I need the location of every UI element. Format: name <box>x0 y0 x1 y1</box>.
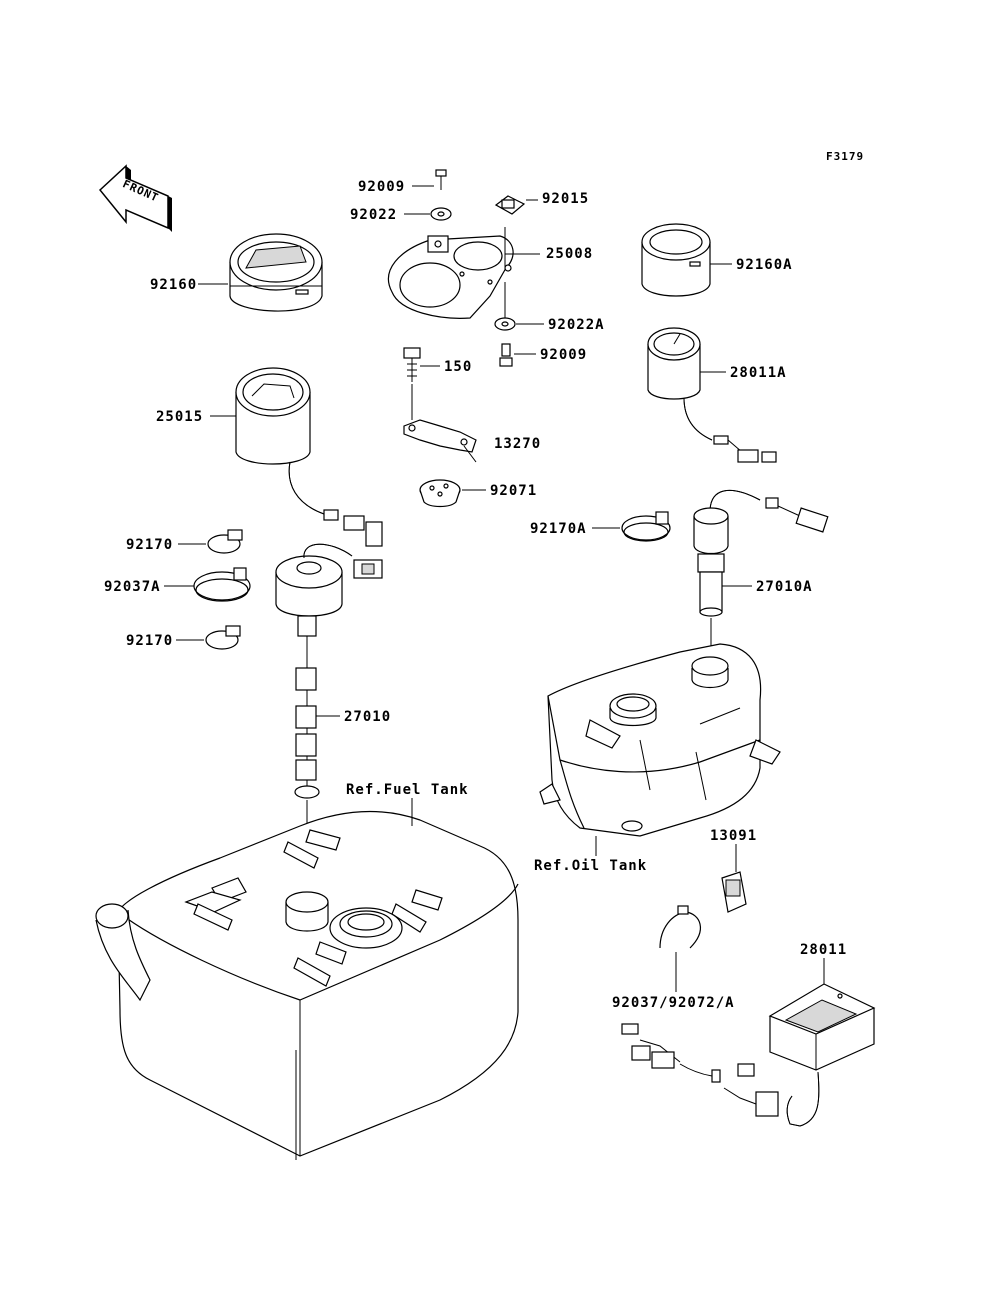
fuel-tank <box>95 810 519 1160</box>
label-27010A: 27010A <box>756 579 813 595</box>
grommet-92071 <box>419 479 461 508</box>
plate-13270 <box>403 419 477 453</box>
bolt-150 <box>403 347 421 382</box>
label-92071: 92071 <box>490 483 537 499</box>
meter-28011 <box>621 983 876 1127</box>
bracket-25008 <box>387 235 514 319</box>
band-92037-92072 <box>659 905 701 949</box>
figure-code: F3179 <box>826 150 864 163</box>
label-92160: 92160 <box>150 277 197 293</box>
label-92015: 92015 <box>542 191 589 207</box>
label-28011: 28011 <box>800 942 847 958</box>
meter-28011A <box>647 327 777 463</box>
oil-tank <box>539 643 781 837</box>
sender-27010A <box>693 490 829 617</box>
label-25015: 25015 <box>156 409 203 425</box>
clamp-92170-top <box>207 529 243 554</box>
label-ref-oil-tank: Ref.Oil Tank <box>534 858 647 874</box>
gauge-25015 <box>235 367 383 547</box>
label-92160A: 92160A <box>736 257 793 273</box>
meter-cover-92160 <box>229 233 323 312</box>
bolt-92009-top <box>435 169 447 190</box>
label-ref-fuel-tank: Ref.Fuel Tank <box>346 782 469 798</box>
label-92009-top: 92009 <box>358 179 405 195</box>
label-28011A: 28011A <box>730 365 787 381</box>
washer-92022 <box>430 207 452 221</box>
clip-13091 <box>721 871 747 913</box>
label-25008: 25008 <box>546 246 593 262</box>
label-13091: 13091 <box>710 828 757 844</box>
clamp-92170A <box>621 511 671 542</box>
label-92170-top: 92170 <box>126 537 173 553</box>
label-150: 150 <box>444 359 472 375</box>
clamp-92170-bot <box>205 625 241 650</box>
label-92009-mid: 92009 <box>540 347 587 363</box>
label-92037A: 92037A <box>104 579 161 595</box>
clamp-92037A <box>193 567 251 602</box>
washer-92022A <box>494 317 516 331</box>
label-27010: 27010 <box>344 709 391 725</box>
label-92170-bot: 92170 <box>126 633 173 649</box>
sender-27010 <box>275 543 383 799</box>
label-92037-92072-A: 92037/92072/A <box>612 995 735 1011</box>
front-arrow-icon: FRONT <box>98 164 172 232</box>
label-92022A: 92022A <box>548 317 605 333</box>
label-13270: 13270 <box>494 436 541 452</box>
label-92022: 92022 <box>350 207 397 223</box>
meter-cover-92160A <box>641 223 711 297</box>
nut-92015 <box>494 195 526 215</box>
label-92170A: 92170A <box>530 521 587 537</box>
bolt-92009-mid <box>499 343 513 367</box>
